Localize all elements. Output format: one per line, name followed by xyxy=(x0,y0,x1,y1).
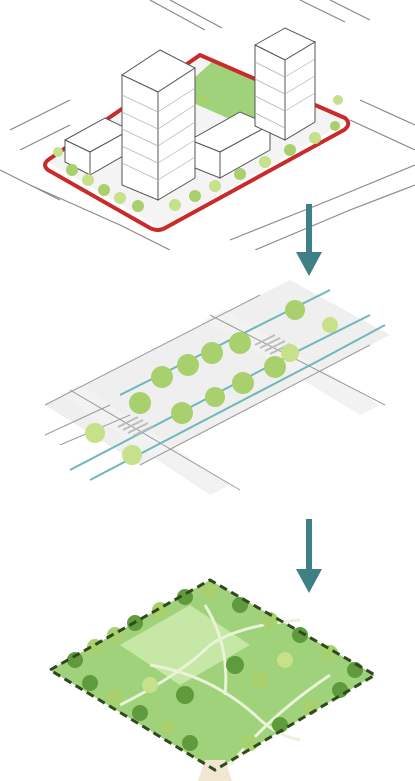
park-svg xyxy=(0,565,415,781)
tall-tower-right xyxy=(255,28,315,140)
street-svg xyxy=(0,265,415,520)
park-lawn xyxy=(50,580,375,770)
park-illustration xyxy=(0,565,415,781)
tall-tower-left xyxy=(122,50,195,200)
urban-block-illustration xyxy=(0,0,415,250)
street-illustration xyxy=(0,265,415,520)
urban-block-svg xyxy=(0,0,415,250)
